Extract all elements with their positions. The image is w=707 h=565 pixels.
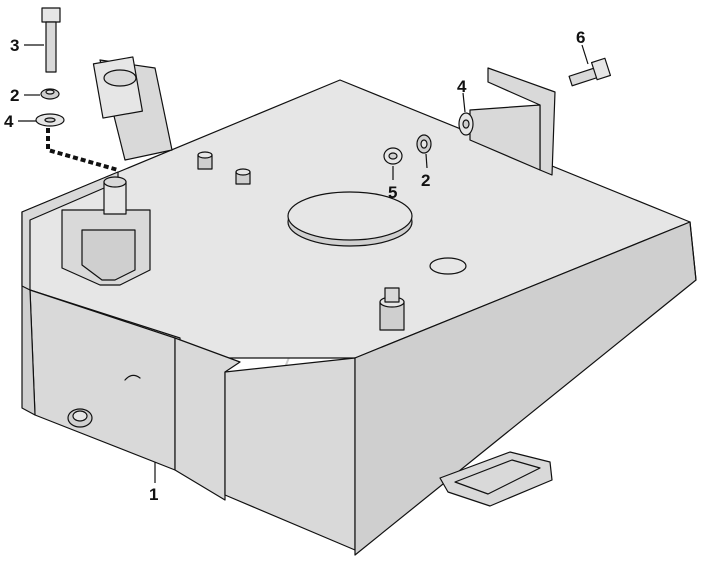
callout-leaders [18,44,589,483]
callout-3: 3 [10,36,19,55]
tank-right-body [224,357,356,551]
callout-2-right: 2 [421,171,430,190]
part-2-washer-left [40,88,60,100]
access-cover [287,191,413,247]
callout-2-left: 2 [10,86,19,105]
part-2-washer-right [416,134,432,154]
part-4-washer-right [458,112,474,136]
tank-fitting [379,287,405,331]
part-3-bolt [41,7,61,73]
part-6-bolt [568,57,612,87]
filler-tube-assembly [92,56,173,161]
part-5-nut [383,147,403,165]
small-round-plate [429,257,467,275]
step-handle [439,451,553,507]
callout-4-right: 4 [457,77,467,96]
left-mounting-bracket [61,176,151,286]
callout-6: 6 [576,28,585,47]
callout-4-left: 4 [4,112,14,131]
assembly-path-line [46,128,119,172]
top-bosses [197,151,251,185]
part-4-washer-left [35,113,65,127]
drain-plug [67,408,93,428]
callout-5: 5 [388,183,397,202]
callout-1: 1 [149,485,158,504]
